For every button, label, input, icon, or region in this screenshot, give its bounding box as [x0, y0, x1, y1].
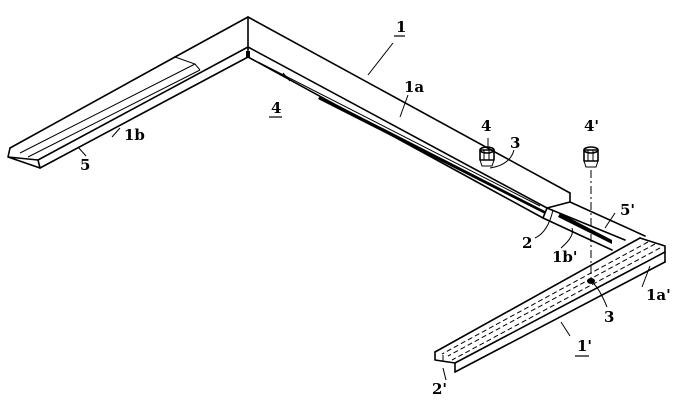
corner-shading [246, 51, 250, 58]
label-frame-a-prime: 1a' [646, 286, 671, 304]
frame-1a-top-edge [247, 16, 571, 194]
frame-1-prime [434, 201, 666, 373]
leader-lines [77, 42, 651, 381]
screw-4-prime [583, 146, 599, 278]
hidden-channel-3 [441, 241, 649, 355]
channel-4-shading [318, 96, 545, 214]
label-frame-prime: 1' [577, 337, 592, 355]
frame-1a-prime-left-end [434, 351, 456, 373]
screw-4 [479, 146, 495, 167]
frame-1a-prime-front [454, 251, 666, 364]
label-frame-a: 1a [404, 78, 424, 96]
frame-1a-prime-top [434, 237, 641, 353]
label-hole-3: 3 [510, 134, 520, 152]
label-gap-2-prime: 2' [432, 380, 447, 398]
frame-1a-end [542, 192, 571, 219]
frame-1b-bottom [39, 56, 249, 169]
label-gap-2: 2 [522, 234, 532, 252]
channel-4-line [257, 61, 541, 207]
label-channel-4: 4 [271, 99, 281, 117]
label-frame-b: 1b [124, 126, 145, 144]
hidden-channel-2 [451, 247, 661, 361]
frame-corner-top [174, 16, 249, 58]
hidden-channel-1 [447, 243, 656, 357]
frame-1b-inner [37, 46, 249, 161]
label-channel-5: 5 [80, 156, 90, 174]
frame-1b-end [7, 147, 41, 169]
label-frame: 1 [396, 18, 406, 36]
channel-5-prime-shading [558, 213, 612, 244]
label-screw-4: 4 [481, 117, 491, 135]
label-screw-4-prime: 4' [584, 117, 599, 135]
label-channel-5-prime: 5' [620, 201, 635, 219]
channel-5-groove [19, 63, 201, 158]
label-hole-3-prime: 3 [604, 308, 614, 326]
frame-1b-top [9, 56, 176, 149]
labels: 1 1a 1b 5 4 4 3 4' 5' 2 1b' 1a' 3 1' 2' [80, 18, 671, 398]
frame-1a-prime-bottom [454, 261, 666, 373]
channel-5-step [174, 56, 201, 71]
frame-1 [7, 16, 571, 219]
label-frame-b-prime: 1b' [552, 248, 578, 266]
hole-3-prime [587, 278, 595, 284]
frame-1a-prime-right [639, 237, 666, 263]
frame-1a-inner-edge [247, 46, 548, 209]
